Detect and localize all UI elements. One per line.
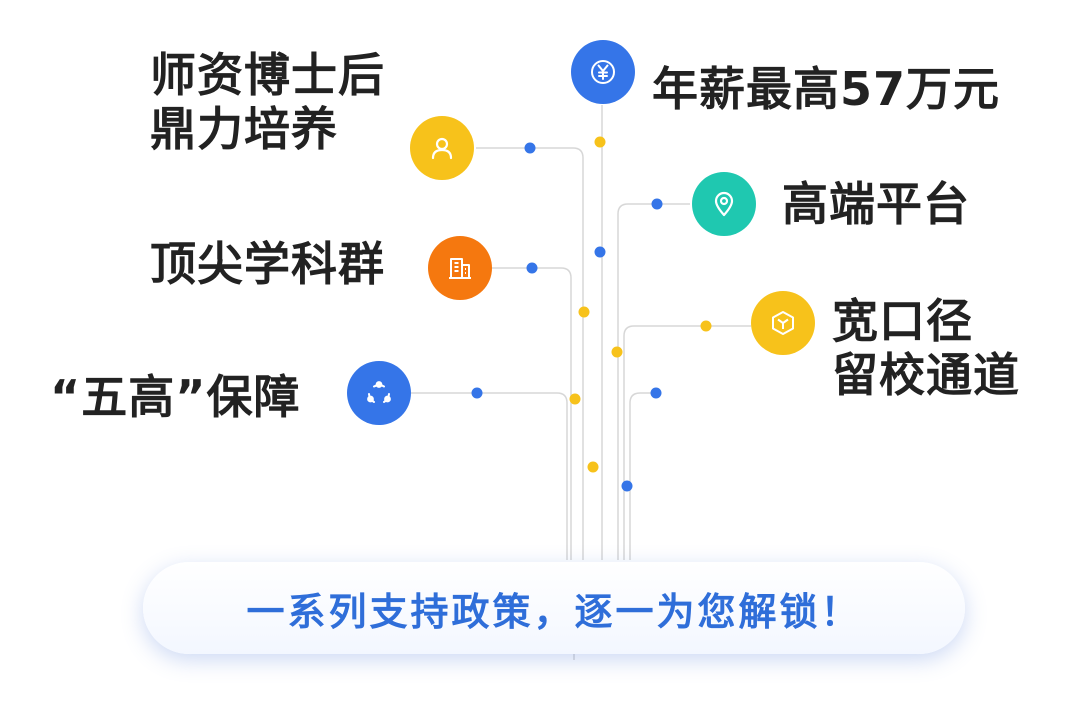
dot-yellow: [594, 136, 606, 148]
connector-extra-right: [629, 392, 660, 560]
node-label-nianxin: 年薪最高57万元: [652, 62, 1000, 116]
policy-banner: 一系列支持政策，逐一为您解锁！: [143, 562, 965, 654]
dot-yellow: [611, 346, 623, 358]
dot-blue: [471, 387, 483, 399]
building-icon: [428, 236, 492, 300]
node-label-line: 留校通道: [832, 348, 1020, 402]
node-label-line: “五高”保障: [50, 370, 301, 424]
dot-yellow: [578, 306, 590, 318]
cube-icon: [751, 291, 815, 355]
dot-blue: [650, 387, 662, 399]
node-label-kuankou: 宽口径 留校通道: [832, 294, 1020, 402]
dot-yellow: [587, 461, 599, 473]
dot-blue: [651, 198, 663, 210]
banner-text: 一系列支持政策，逐一为您解锁！: [246, 589, 862, 634]
node-label-line: 师资博士后: [150, 48, 385, 102]
yuan-icon: [571, 40, 635, 104]
node-label-line: 高端平台: [782, 177, 970, 231]
dot-yellow: [700, 320, 712, 332]
node-label-wugao: “五高”保障: [50, 370, 300, 424]
connector-dingjian: [491, 267, 572, 560]
location-pin-icon: [692, 172, 756, 236]
node-label-line: 宽口径: [832, 294, 973, 348]
node-label-shizi: 师资博士后 鼎力培养: [150, 48, 385, 156]
dot-blue: [621, 480, 633, 492]
dot-blue: [524, 142, 536, 154]
node-label-line: 年薪最高57万元: [652, 62, 1001, 116]
dot-yellow: [569, 393, 581, 405]
person-icon: [410, 116, 474, 180]
dot-blue: [594, 246, 606, 258]
node-label-gaoduan: 高端平台: [782, 177, 970, 231]
node-label-dingjian: 顶尖学科群: [150, 237, 385, 291]
node-label-line: 顶尖学科群: [150, 237, 385, 291]
connector-wugao: [411, 392, 568, 560]
node-label-line: 鼎力培养: [150, 102, 338, 156]
connector-kuankou: [623, 325, 751, 560]
connector-shizi: [476, 147, 584, 560]
share-nodes-icon: [347, 361, 411, 425]
connector-gaoduan: [617, 203, 690, 560]
dot-blue: [526, 262, 538, 274]
